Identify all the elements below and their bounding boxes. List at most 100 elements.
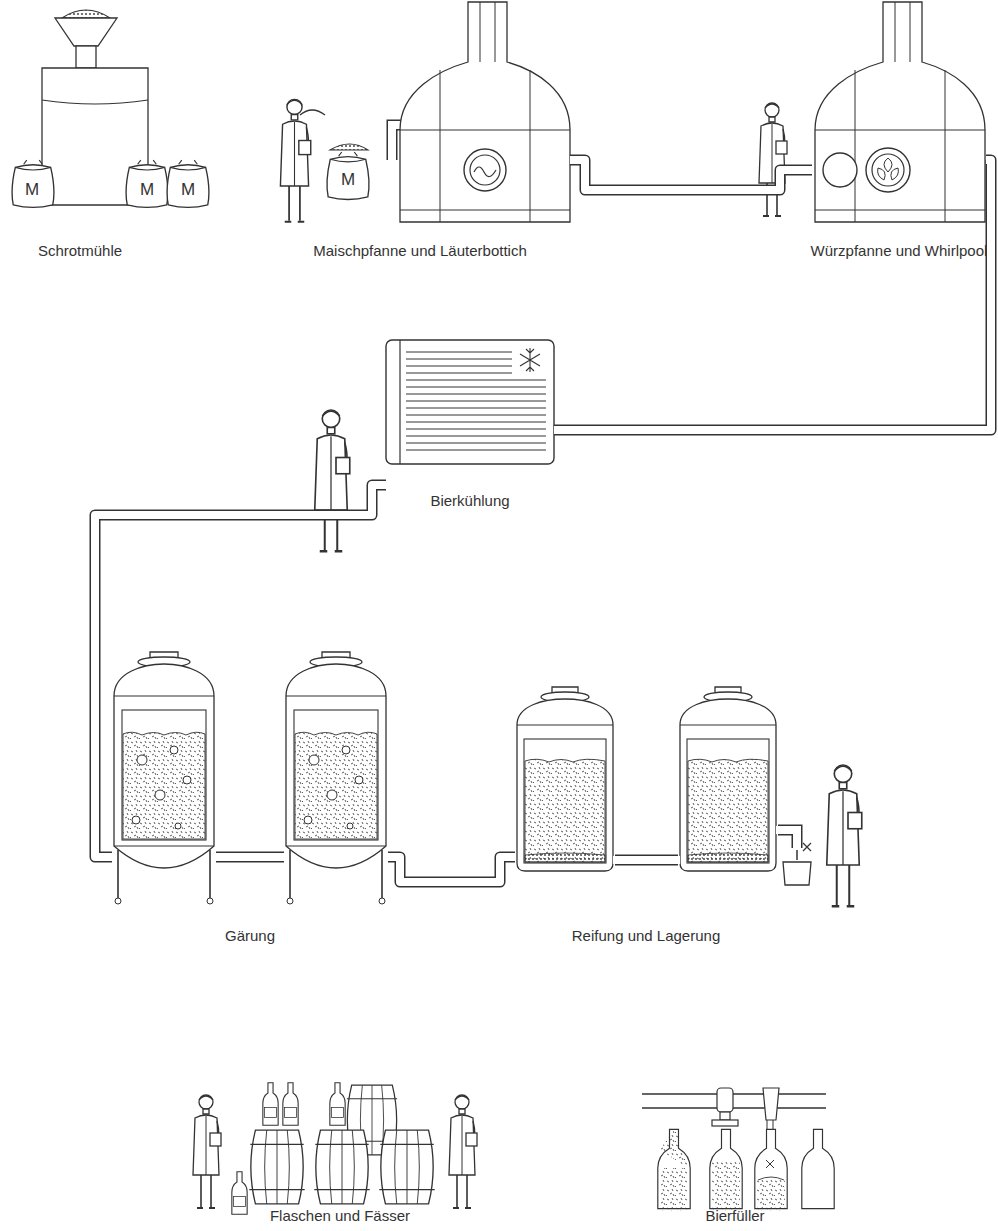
- grist-mill: [12, 10, 209, 207]
- station-node: Schrotmühle: [0, 0, 160, 260]
- maturation-tanks: [517, 687, 862, 906]
- station-node: Bierkühlung: [386, 335, 554, 510]
- bottle-filler-part: [757, 1180, 785, 1211]
- bottle-filler-part: [712, 1120, 738, 1126]
- bottle-filler-part: [712, 1160, 740, 1211]
- wort-kettle-part: [759, 103, 787, 216]
- maturation-tanks-part: [613, 856, 680, 864]
- bottle-filler-part: [763, 1088, 779, 1120]
- bottle-filler-part: [766, 1160, 774, 1168]
- beer-cooler-part-part: [406, 380, 546, 381]
- mash-tun-part: [400, 2, 570, 222]
- station-caption: Reifung und Lagerung: [572, 927, 720, 945]
- wort-kettle-part: [815, 2, 985, 222]
- maturation-tanks-part: [827, 765, 862, 906]
- maturation-tanks-part: [796, 850, 798, 860]
- beer-cooler-part-part: [406, 387, 546, 388]
- station-node: Bierfüller: [640, 1030, 830, 1225]
- station-node: Gärung: [112, 640, 388, 945]
- beer-cooler-part-part: [406, 394, 546, 395]
- grist-mill-part: [55, 18, 117, 46]
- station-caption: Schrotmühle: [38, 242, 122, 260]
- bottles-and-barrels-part: [314, 1130, 369, 1204]
- mash-tun-part: [330, 144, 368, 150]
- mash-tun-part: [464, 149, 506, 191]
- pipe-connector: [570, 160, 812, 190]
- grist-mill-part: [42, 100, 148, 104]
- grist-mill-part: [62, 10, 110, 18]
- grist-mill-part: [126, 160, 168, 207]
- mash-tun-part: [400, 2, 570, 222]
- beer-cooler-part-part: [406, 352, 512, 353]
- bottles-and-barrels-part: [232, 1172, 247, 1215]
- pipe-connector-part: [554, 160, 991, 430]
- beer-cooler-part: [399, 340, 400, 464]
- fermentation-tanks-part: [114, 652, 214, 904]
- station-caption: Bierkühlung: [430, 492, 509, 510]
- station-node: Flaschen und Fässer: [190, 1080, 490, 1225]
- maturation-tanks-part: [517, 687, 613, 871]
- beer-cooler-part: [315, 410, 350, 551]
- bottles-and-barrels-part: [193, 1095, 221, 1208]
- pipe-connector: [554, 160, 991, 430]
- beer-cooler-part: [386, 340, 554, 464]
- beer-cooler-part-part: [406, 429, 546, 430]
- pipe-connector-part: [388, 857, 515, 882]
- mash-tun-part: [327, 152, 369, 199]
- wort-kettle-part: [866, 148, 910, 192]
- station-node: Maischpfanne und Läuterbottich: [270, 0, 570, 260]
- station-node: Reifung und Lagerung: [515, 640, 777, 945]
- pipe-connector-part: [554, 160, 991, 430]
- sack-letter: M: [25, 181, 39, 199]
- beer-cooler-part-part: [406, 422, 546, 423]
- maturation-tanks-part: [803, 843, 811, 851]
- sack-letter: M: [341, 171, 355, 189]
- wort-kettle-part: [823, 153, 857, 187]
- fermentation-tanks-part: [214, 853, 286, 861]
- beer-cooler-part-part: [406, 359, 512, 360]
- station-caption: Würzpfanne und Whirlpool: [811, 242, 988, 260]
- wort-kettle: [759, 2, 985, 222]
- station-caption: Maischpfanne und Läuterbottich: [313, 242, 526, 260]
- bottle-filler-part: [720, 1112, 730, 1120]
- sack-letter: M: [140, 181, 154, 199]
- mash-tun: [280, 2, 570, 222]
- pipe-connector: [388, 857, 515, 882]
- bottle-filler: [642, 1088, 834, 1211]
- sack-letter: M: [181, 181, 195, 199]
- wort-kettle-part: [872, 154, 904, 186]
- pipe-connector-part: [570, 160, 812, 190]
- beer-cooler-part-part: [406, 401, 546, 402]
- bottle-filler-part: [660, 1168, 688, 1211]
- bottles-and-barrels-part: [330, 1083, 345, 1126]
- beer-cooler-part-part: [406, 436, 546, 437]
- station-caption: Gärung: [225, 927, 275, 945]
- beer-cooler-part: [406, 352, 546, 450]
- station-caption: Flaschen und Fässer: [270, 1207, 410, 1225]
- pipe-connector-part: [388, 857, 515, 882]
- bottles-and-barrels-part: [263, 1083, 278, 1126]
- beer-cooler-part-part: [406, 373, 512, 374]
- bottle-filler-part: [642, 1094, 826, 1108]
- bottles-and-barrels-part: [449, 1095, 477, 1208]
- pipe-connector-part: [95, 485, 386, 857]
- bottles-and-barrels-part: [249, 1130, 304, 1204]
- beer-cooler-part-part: [406, 408, 546, 409]
- station-caption: Bierfüller: [705, 1207, 764, 1225]
- beer-cooler-part-part: [406, 443, 546, 444]
- bottle-filler-part: [717, 1088, 733, 1112]
- mash-tun-part: [470, 155, 500, 185]
- bottle-filler-part: [802, 1129, 834, 1208]
- maturation-tanks-part: [680, 687, 776, 871]
- wort-kettle-part: [815, 2, 985, 222]
- bottles-and-barrels-part: [283, 1083, 298, 1126]
- bottles-and-barrels-part: [379, 1130, 434, 1204]
- beer-cooler-part-part: [406, 415, 546, 416]
- grist-mill-part: [76, 46, 96, 68]
- maturation-tanks-part: [783, 862, 811, 885]
- mash-tun-part: [300, 110, 325, 115]
- beer-cooler-part: [520, 348, 540, 372]
- pipe-connector-part: [570, 160, 812, 190]
- mash-tun-part: [474, 167, 496, 177]
- wort-kettle-part: [878, 158, 899, 180]
